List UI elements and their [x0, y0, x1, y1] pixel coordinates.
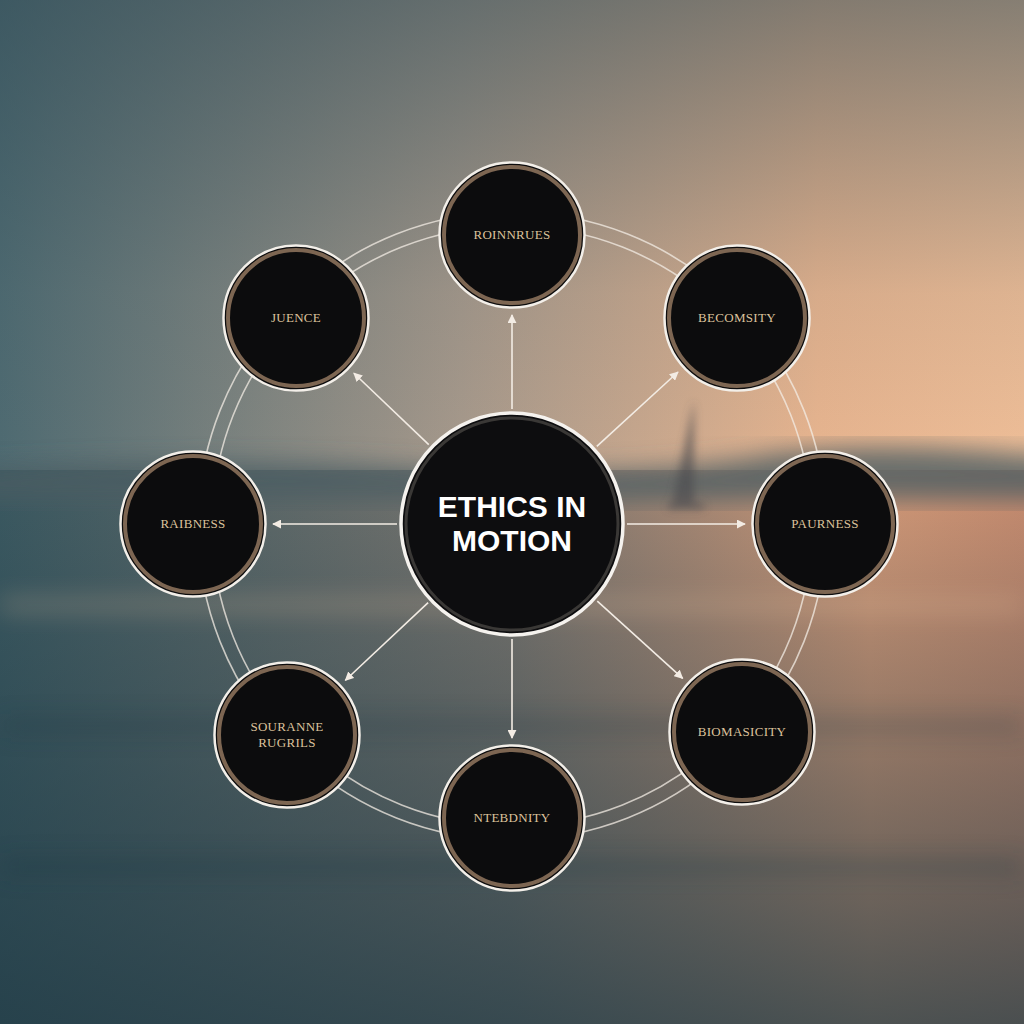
value-circle: BIOMASICITY [668, 658, 816, 806]
value-label: ROINNRUES [473, 227, 550, 243]
value-label: BIOMASICITY [698, 724, 787, 740]
arrow-connector [597, 372, 678, 446]
value-circle: PAURNESS [751, 450, 899, 598]
circle-fill [670, 660, 815, 805]
arrow-connector [273, 523, 397, 525]
hub-circle: ETHICS IN MOTION [399, 411, 625, 637]
circle-inner-ring [444, 750, 580, 886]
value-circle: SOURANNE RUGRILS [213, 661, 361, 809]
value-circle: RAIBNESS [119, 450, 267, 598]
circle-fill [440, 746, 585, 891]
circle-inner-ring [444, 167, 580, 303]
circle-fill [224, 246, 369, 391]
arrow-connector [345, 603, 428, 681]
hub-fill [401, 413, 623, 635]
value-circle: JUENCE [222, 244, 370, 392]
circle-inner-ring [125, 456, 261, 592]
value-label: NTEBDNITY [473, 810, 550, 826]
arrow-connector [354, 373, 429, 444]
circle-inner-ring [228, 250, 364, 386]
value-label: BECOMSITY [698, 310, 776, 326]
value-label: PAURNESS [791, 516, 859, 532]
value-label: RAIBNESS [160, 516, 225, 532]
circle-inner-ring [219, 667, 355, 803]
hub-title: ETHICS IN MOTION [425, 490, 600, 559]
arrow-connector [511, 315, 513, 409]
arrow-connector [511, 639, 513, 738]
circle-fill [215, 663, 360, 808]
hub-inner-ring [406, 418, 618, 630]
arrow-connector [627, 523, 745, 525]
circle-fill [121, 452, 266, 597]
sailboat [668, 400, 704, 509]
value-circle: ROINNRUES [438, 161, 586, 309]
value-label: SOURANNE RUGRILS [235, 719, 339, 750]
circle-inner-ring [669, 250, 805, 386]
value-circle: BECOMSITY [663, 244, 811, 392]
circle-fill [440, 163, 585, 308]
circle-fill [665, 246, 810, 391]
value-circle: NTEBDNITY [438, 744, 586, 892]
arrow-connector [597, 601, 682, 678]
value-label: JUENCE [271, 310, 321, 326]
circle-inner-ring [674, 664, 810, 800]
circle-inner-ring [757, 456, 893, 592]
circle-fill [753, 452, 898, 597]
